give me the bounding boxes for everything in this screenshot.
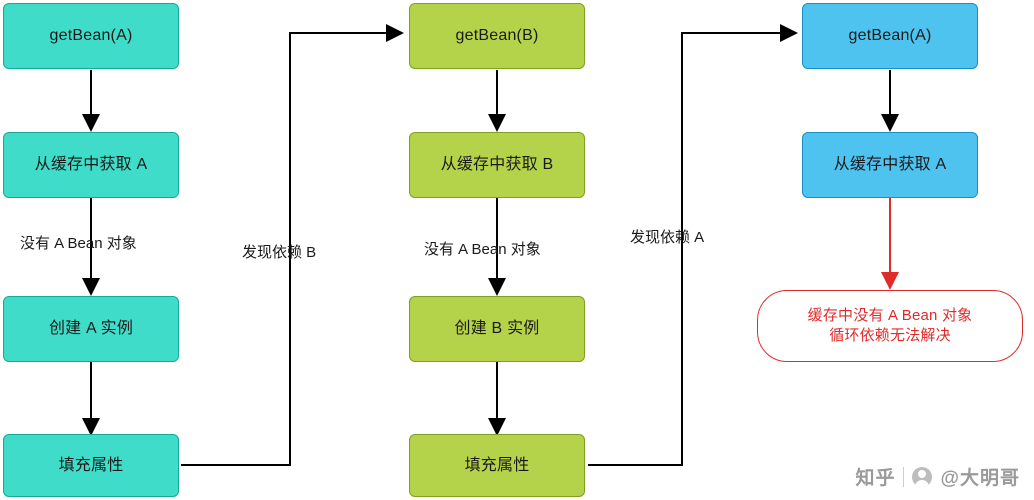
node-a-create-instance[interactable]: 创建 A 实例: [3, 296, 179, 362]
edge-label-text: 没有 A Bean 对象: [424, 241, 541, 258]
node-label: 创建 B 实例: [454, 320, 540, 338]
node-label: 创建 A 实例: [48, 320, 134, 338]
alert-line-1: 缓存中没有 A Bean 对象: [807, 306, 973, 324]
node-label: getBean(A): [49, 27, 133, 45]
edge-label-b-no-bean: 没有 A Bean 对象: [424, 238, 541, 259]
alert-line-2: 循环依赖无法解决: [829, 327, 951, 344]
avatar-icon: [912, 466, 933, 487]
watermark-user: @大明哥: [940, 468, 1020, 489]
node-label: getBean(B): [455, 27, 539, 45]
edge-label-found-dependency-a: 发现依赖 A: [630, 226, 704, 247]
node-circular-dependency-error: 缓存中没有 A Bean 对象 循环依赖无法解决: [757, 290, 1023, 362]
node-getbean-a-second[interactable]: getBean(A): [802, 3, 978, 69]
node-getbean-a[interactable]: getBean(A): [3, 3, 179, 69]
node-a-cache-lookup[interactable]: 从缓存中获取 A: [3, 132, 179, 198]
edge-label-text: 发现依赖 A: [630, 229, 705, 246]
edge-label-text: 发现依赖 B: [242, 244, 317, 261]
node-label: 从缓存中获取 A: [833, 156, 947, 174]
node-b-cache-lookup[interactable]: 从缓存中获取 B: [409, 132, 585, 198]
node-label: getBean(A): [848, 27, 932, 45]
edge-label-found-dependency-b: 发现依赖 B: [242, 241, 316, 262]
arrow-b-populate-to-a2-getbean: [588, 24, 798, 466]
node-b-populate-properties[interactable]: 填充属性: [409, 434, 585, 497]
node-label: 填充属性: [464, 456, 530, 474]
node-a-populate-properties[interactable]: 填充属性: [3, 434, 179, 497]
node-b-create-instance[interactable]: 创建 B 实例: [409, 296, 585, 362]
node-label: 填充属性: [58, 456, 124, 474]
node-label: 从缓存中获取 A: [34, 156, 148, 174]
watermark-divider: [903, 466, 905, 487]
edge-label-text: 没有 A Bean 对象: [20, 235, 137, 252]
watermark-brand: 知乎: [855, 468, 896, 489]
node-getbean-b[interactable]: getBean(B): [409, 3, 585, 69]
node-label: 从缓存中获取 B: [440, 156, 554, 174]
edge-label-a-no-bean: 没有 A Bean 对象: [20, 232, 137, 253]
watermark: 知乎 @大明哥: [855, 463, 1020, 490]
node-a-second-cache-lookup[interactable]: 从缓存中获取 A: [802, 132, 978, 198]
